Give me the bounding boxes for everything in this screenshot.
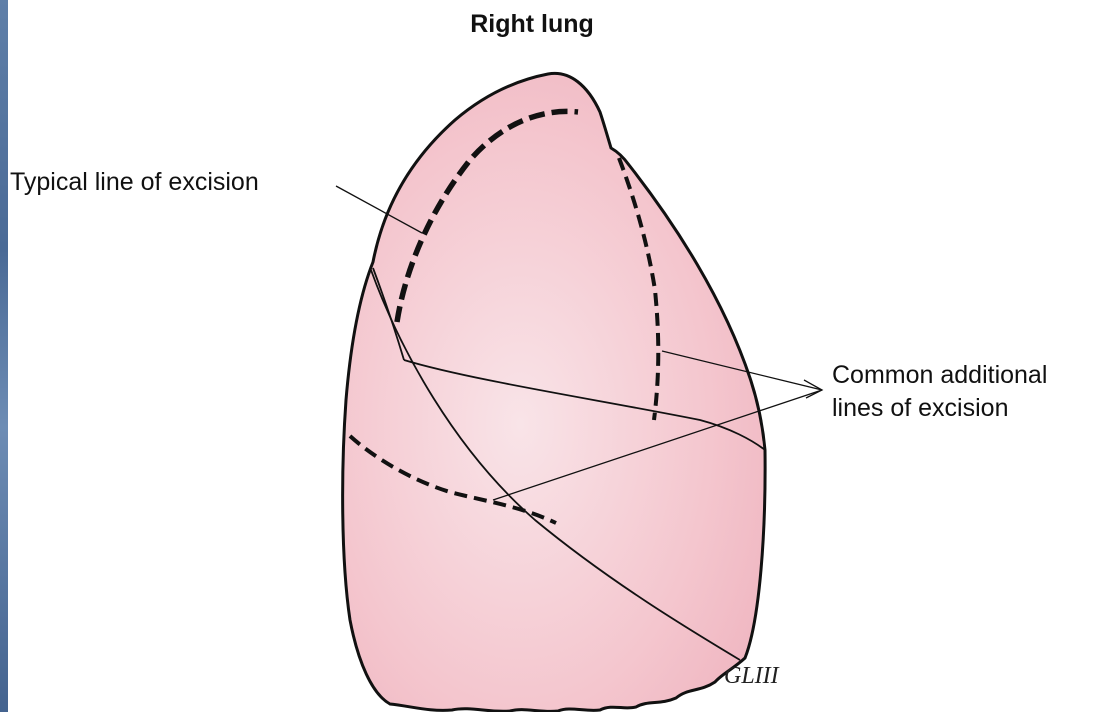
label-additional-line1: Common additional: [832, 361, 1047, 389]
label-additional-line2: lines of excision: [832, 394, 1008, 422]
diagram-title: Right lung: [470, 10, 594, 38]
label-typical-excision: Typical line of excision: [10, 168, 259, 196]
artist-signature: GLIII: [724, 663, 780, 689]
